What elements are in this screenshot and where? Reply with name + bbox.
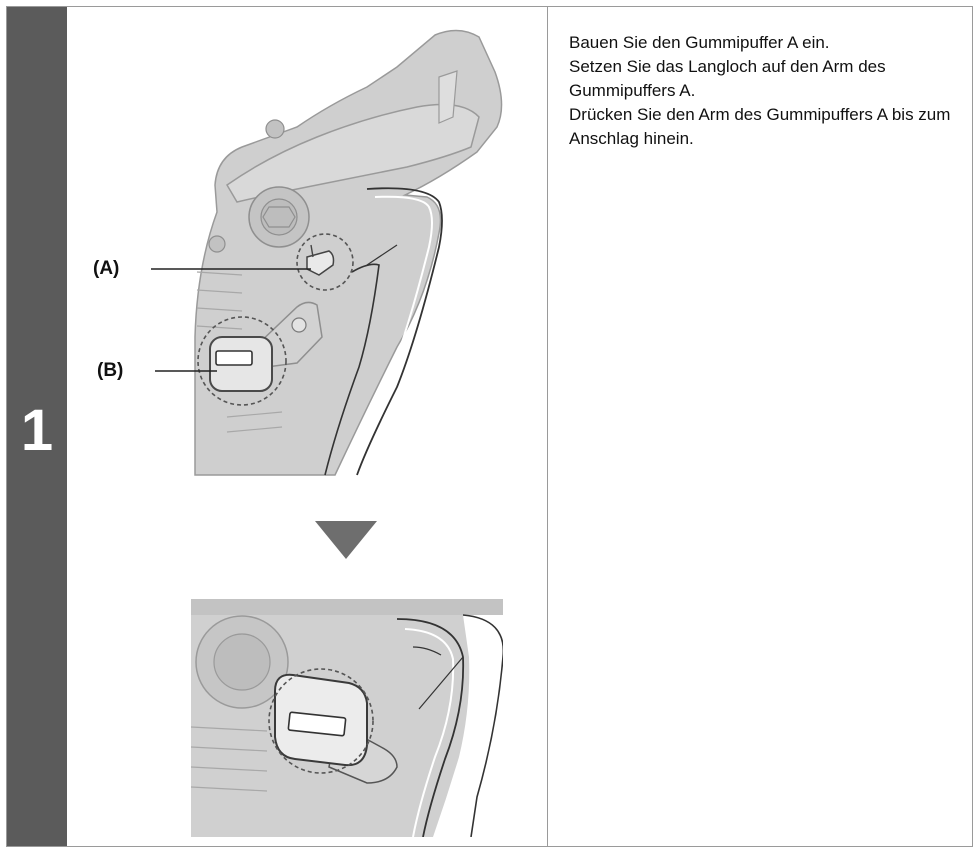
instruction-text: Bauen Sie den Gummipuffer A ein. Setzen … bbox=[569, 31, 964, 151]
assembly-drawing bbox=[151, 29, 503, 837]
caliper-after-installation bbox=[191, 599, 503, 837]
buffer-arm-a bbox=[306, 250, 335, 276]
label-b: (B) bbox=[97, 360, 124, 381]
step-number: 1 bbox=[20, 398, 54, 463]
caliper-body bbox=[194, 29, 503, 476]
down-arrow-icon bbox=[315, 521, 377, 559]
step-sidebar: 1 bbox=[7, 7, 67, 846]
caliper-arm bbox=[226, 103, 480, 203]
assembly-illustration: (A) (B) bbox=[67, 7, 547, 846]
label-a: (A) bbox=[93, 258, 120, 279]
column-divider bbox=[547, 7, 548, 846]
callout-circle-a bbox=[296, 233, 354, 291]
caliper-before-installation bbox=[151, 29, 503, 476]
callout-circle-installed bbox=[268, 668, 374, 774]
instruction-line-2: Setzen Sie das Langloch auf den Arm des … bbox=[569, 57, 886, 100]
instruction-line-1: Bauen Sie den Gummipuffer A ein. bbox=[569, 33, 830, 52]
mount-bracket-edge bbox=[356, 187, 443, 476]
instruction-line-3: Drücken Sie den Arm des Gummipuffers A b… bbox=[569, 105, 951, 148]
instruction-step-panel: 1 bbox=[6, 6, 973, 847]
callout-circle-b bbox=[197, 316, 287, 406]
